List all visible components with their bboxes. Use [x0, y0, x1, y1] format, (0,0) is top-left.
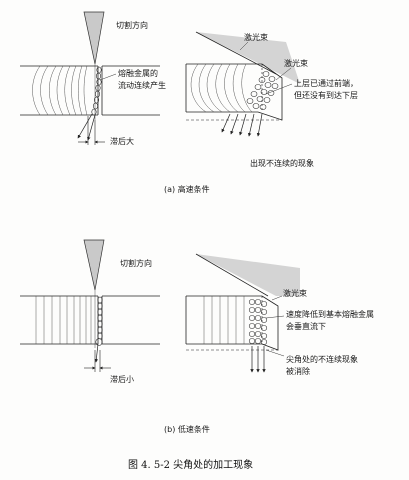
label-upper-line2-a: 但还没有到达下层: [294, 91, 358, 100]
molten-chain-a: [91, 66, 102, 116]
molten-chain-b: [95, 296, 103, 346]
upper-leader-a: [265, 83, 293, 95]
label-beam-b: 激光束: [283, 289, 307, 298]
speed-leader-b: [265, 315, 285, 319]
beam-cone-a: [196, 32, 300, 84]
corner-plate-b: [185, 295, 279, 351]
beam-leader-b: [271, 295, 283, 301]
label-discontinuous-a: 出现不连续的现象: [250, 159, 314, 168]
lag-dimension-b: [84, 350, 111, 372]
melt-leader-a: [99, 73, 117, 81]
caption-panel-a: (a) 高速条件: [164, 185, 210, 194]
panel-b-diagram: [20, 239, 300, 373]
label-corner-line1-b: 尖角处的不连续现象: [286, 355, 358, 364]
beam-cone-b: [196, 254, 300, 296]
label-speed-line1-b: 速度降低到基本熔融金属: [286, 310, 374, 319]
panel-a-diagram: [20, 11, 300, 145]
label-upper-line1-a: 上层已通过前端，: [294, 79, 358, 88]
plate-b-left: [20, 295, 99, 345]
corner-plate-a: [185, 63, 283, 121]
flow-arrows-a-corner: [221, 113, 263, 137]
corner-leader-b: [265, 349, 285, 357]
beam-leader-a2: [275, 67, 292, 81]
flow-arrows-b-corner: [250, 346, 266, 373]
nozzle-b: [83, 239, 105, 291]
label-cut-direction-b: 切割方向: [120, 259, 152, 268]
label-melt-line1-a: 熔融金属的: [118, 69, 158, 78]
flow-arrow-a2: [87, 114, 96, 141]
flow-arrow-b: [94, 343, 99, 363]
plate-a-right: [101, 65, 160, 116]
figure-caption: 图 4. 5-2 尖角处的加工现象: [128, 460, 254, 471]
label-beam-a1: 激光束: [244, 33, 268, 42]
beam-leader-a1: [239, 41, 249, 51]
plate-b-right: [101, 295, 160, 345]
laser-beam-line-a: [195, 31, 277, 75]
melt-cluster-b: [248, 299, 268, 345]
melt-cluster-a: [246, 71, 279, 110]
label-lag-a: 滞后大: [110, 137, 134, 146]
label-lag-b: 滞后小: [110, 375, 134, 384]
label-beam-a2: 激光束: [284, 59, 308, 68]
lag-dimension-a: [78, 116, 105, 145]
label-corner-line2-b: 被消除: [286, 367, 310, 376]
laser-beam-line-b: [195, 253, 269, 297]
label-speed-line2-b: 会垂直流下: [286, 322, 326, 331]
plate-a-left: [20, 65, 99, 116]
label-melt-line2-a: 流动连续产生: [118, 81, 166, 90]
nozzle-a: [83, 11, 105, 65]
label-cut-direction-a: 切割方向: [116, 21, 148, 30]
caption-panel-b: (b) 低速条件: [164, 425, 210, 434]
flow-arrow-a1: [77, 113, 93, 139]
